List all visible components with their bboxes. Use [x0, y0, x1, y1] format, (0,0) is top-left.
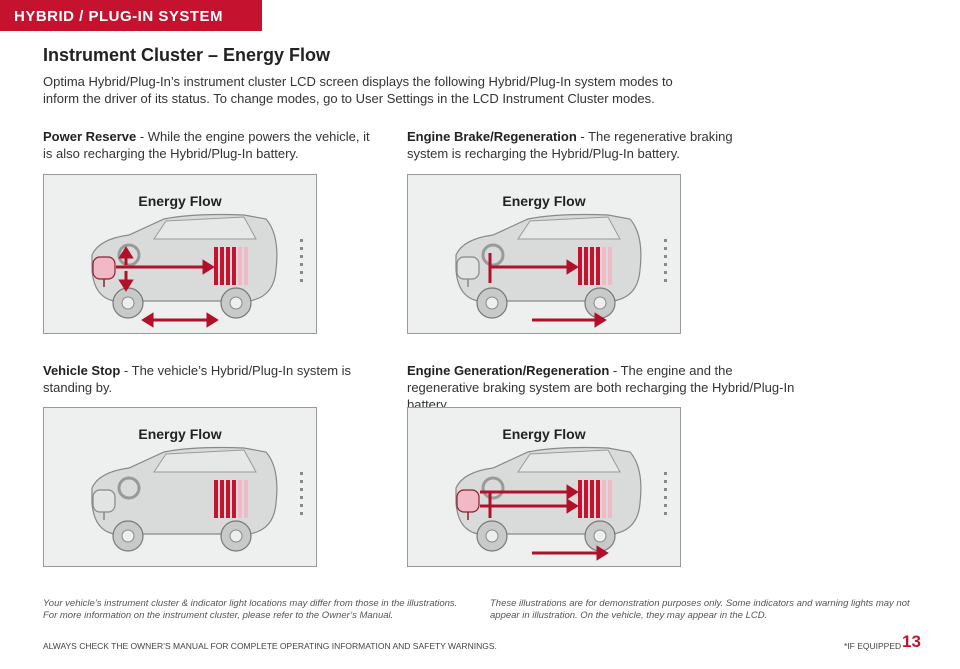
- car-roof: [517, 216, 621, 240]
- motor-icon: [456, 256, 480, 287]
- battery-icon: [578, 247, 612, 285]
- flow-arrows-icon: [116, 246, 219, 328]
- section-header-label: HYBRID / PLUG-IN SYSTEM: [14, 8, 224, 25]
- footnote-left: Your vehicle’s instrument cluster & indi…: [43, 598, 458, 621]
- car-roof: [153, 216, 257, 240]
- engine-ring-icon: [481, 476, 505, 500]
- motor-icon: [92, 489, 116, 520]
- energy-flow-panel-engine-generation: Energy Flow: [407, 407, 681, 567]
- flow-arrows-icon: [480, 484, 609, 561]
- section-vehicle-stop: Vehicle Stop - The vehicle’s Hybrid/Plug…: [43, 362, 373, 396]
- engine-ring-icon: [117, 243, 141, 267]
- energy-flow-title: Energy Flow: [138, 193, 222, 209]
- battery-icon: [214, 247, 248, 285]
- energy-flow-panel-power-reserve: Energy Flow: [43, 174, 317, 334]
- section-title: Vehicle Stop: [43, 363, 121, 378]
- status-dots-icon: [664, 472, 667, 515]
- section-description: - The regenerative braking system is rec…: [407, 129, 733, 161]
- section-header-tab: HYBRID / PLUG-IN SYSTEM: [0, 0, 262, 31]
- status-dots-icon: [300, 472, 303, 515]
- battery-icon: [578, 480, 612, 518]
- section-description: - While the engine powers the vehicle, i…: [43, 129, 370, 161]
- footnote-right: These illustrations are for demonstratio…: [490, 598, 910, 621]
- status-dots-icon: [300, 239, 303, 282]
- motor-icon: [92, 256, 116, 287]
- energy-flow-title: Energy Flow: [502, 426, 586, 442]
- energy-flow-panel-vehicle-stop: Energy Flow: [43, 407, 317, 567]
- section-title: Engine Brake/Regeneration: [407, 129, 577, 144]
- flow-arrows-icon: [488, 253, 607, 328]
- energy-flow-panel-engine-brake: Energy Flow: [407, 174, 681, 334]
- car-roof: [517, 449, 621, 473]
- section-title: Power Reserve: [43, 129, 137, 144]
- energy-flow-title: Energy Flow: [502, 193, 586, 209]
- battery-icon: [214, 480, 248, 518]
- if-equipped-note: *IF EQUIPPED: [844, 641, 902, 651]
- section-power-reserve: Power Reserve - While the engine powers …: [43, 128, 373, 162]
- car-illustration: [91, 213, 303, 328]
- intro-paragraph: Optima Hybrid/Plug-In’s instrument clust…: [43, 74, 673, 106]
- car-roof: [153, 449, 257, 473]
- section-description: - The vehicle’s Hybrid/Plug-In system is…: [43, 363, 352, 395]
- engine-ring-icon: [117, 476, 141, 500]
- section-description: - The engine and the regenerative brakin…: [407, 363, 795, 412]
- car-illustration: [455, 446, 667, 561]
- status-dots-icon: [664, 239, 667, 282]
- page-number: 13: [902, 632, 921, 651]
- section-engine-brake: Engine Brake/Regeneration - The regenera…: [407, 128, 737, 162]
- car-illustration: [91, 446, 303, 552]
- energy-flow-title: Energy Flow: [138, 426, 222, 442]
- section-engine-generation: Engine Generation/Regeneration - The eng…: [407, 362, 807, 413]
- car-illustration: [455, 213, 667, 328]
- safety-warning-line: ALWAYS CHECK THE OWNER’S MANUAL FOR COMP…: [43, 641, 497, 651]
- section-title: Engine Generation/Regeneration: [407, 363, 610, 378]
- engine-ring-icon: [481, 243, 505, 267]
- page-title: Instrument Cluster – Energy Flow: [43, 45, 331, 65]
- motor-icon: [456, 489, 480, 520]
